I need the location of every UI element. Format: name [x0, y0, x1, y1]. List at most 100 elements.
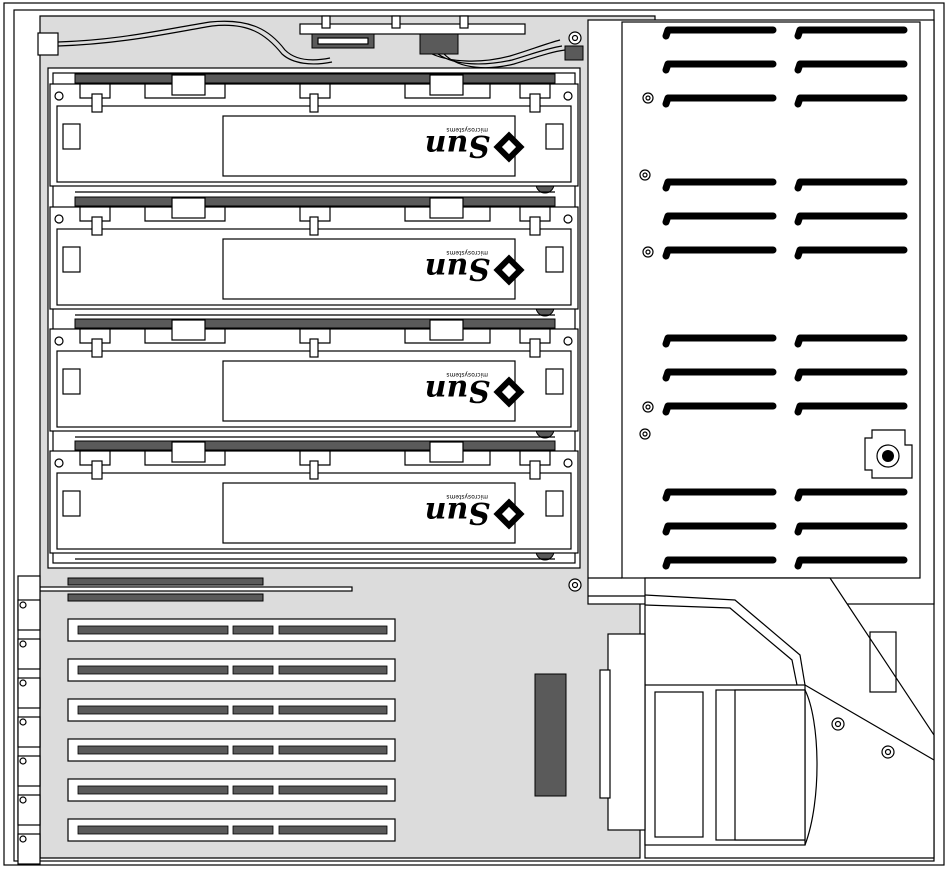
pci-contact [232, 745, 274, 755]
dimm-latch-bar [74, 440, 556, 451]
vent-slot [794, 94, 908, 108]
pci-contact [77, 825, 229, 835]
fan-connector [564, 45, 584, 61]
screw-icon [19, 757, 27, 765]
dimm-tab [429, 197, 464, 219]
pci-slot[interactable] [67, 658, 396, 682]
top-post-1 [321, 15, 331, 29]
sun-logo-subtext: microsystems [446, 126, 488, 133]
dimm-clip [144, 329, 226, 344]
dimm-hole [563, 336, 573, 346]
drive-door-curve [804, 689, 818, 846]
pci-contact [77, 785, 229, 795]
sun-logo-mark-inner [501, 506, 517, 522]
dimm-latch-bar [74, 196, 556, 207]
screw-icon [568, 578, 582, 592]
pci-slot[interactable] [67, 818, 396, 842]
dimm-tab [171, 197, 206, 219]
pci-slot-body [67, 658, 396, 682]
pci-slot-body [67, 778, 396, 802]
vent-slot [794, 178, 908, 192]
vent-slot [662, 246, 777, 260]
dimm-pin [91, 216, 103, 236]
sun-logo-mark-inner [501, 384, 517, 400]
dimm-tab [429, 319, 464, 341]
pci-contact [278, 625, 388, 635]
vent-slot [662, 94, 777, 108]
pci-contact [77, 665, 229, 675]
dimm-tab [171, 319, 206, 341]
lock-icon [864, 429, 913, 479]
vent-slot [662, 522, 777, 536]
screw-icon [642, 172, 648, 178]
dimm-window [62, 490, 81, 517]
ribbon-connector-inner [317, 37, 369, 45]
dimm-modules: SunmicrosystemsSunmicrosystemsSunmicrosy… [49, 73, 579, 561]
dimm-pin [529, 338, 541, 358]
drive-slot-3 [734, 689, 806, 841]
sun-logo-mark-inner [501, 262, 517, 278]
dimm-pin [91, 93, 103, 113]
top-post-3 [459, 15, 469, 29]
dimm-pin [529, 93, 541, 113]
vent-slot [794, 246, 908, 260]
pci-slot[interactable] [67, 618, 396, 642]
sun-logo-text: Sun [425, 251, 490, 286]
pci-contact [232, 825, 274, 835]
vent-slot [662, 334, 777, 348]
sun-logo-text: Sun [425, 373, 490, 408]
screw-icon [642, 431, 648, 437]
drive-bay-diagonal [644, 594, 935, 761]
pci-slots [67, 618, 396, 842]
pci-contact [278, 665, 388, 675]
dimm-latch-bar [74, 73, 556, 84]
vent-slot [662, 178, 777, 192]
dimm-hole [563, 458, 573, 468]
top-post-2 [391, 15, 401, 29]
pci-contact [232, 785, 274, 795]
dimm-window [545, 123, 564, 150]
pci-slot[interactable] [67, 778, 396, 802]
screw-icon [568, 31, 582, 45]
dimm-label-box [222, 238, 516, 300]
dimm-clip [144, 451, 226, 466]
dimm-window [545, 246, 564, 273]
vent-slot [662, 26, 777, 40]
dimm-clip [144, 207, 226, 222]
agp-strip-2 [67, 593, 264, 602]
pci-contact [278, 705, 388, 715]
vent-slot [794, 488, 908, 502]
screw-icon [19, 679, 27, 687]
pci-contact [232, 665, 274, 675]
cable-harness [57, 20, 331, 61]
screw-icon [645, 249, 651, 255]
dimm-clip [144, 84, 226, 99]
screw-icon [645, 95, 651, 101]
dimm-window [545, 490, 564, 517]
dimm-pin [529, 216, 541, 236]
screw-icon [19, 796, 27, 804]
vent-slot [794, 212, 908, 226]
vent-slot [794, 334, 908, 348]
sun-logo-text: Sun [425, 495, 490, 530]
top-bracket [299, 23, 526, 35]
dimm-hole [54, 91, 64, 101]
vent-slot [662, 368, 777, 382]
pci-slot[interactable] [67, 698, 396, 722]
dimm-window [62, 246, 81, 273]
screw-icon [834, 720, 842, 728]
vent-slot [662, 488, 777, 502]
vent-slot [794, 522, 908, 536]
cable-harness-2 [57, 24, 333, 65]
pci-slot[interactable] [67, 738, 396, 762]
screw-icon [639, 428, 651, 440]
screw-icon [881, 745, 895, 759]
vent-slot [662, 212, 777, 226]
pci-contact [232, 625, 274, 635]
dimm-clip [404, 84, 491, 99]
